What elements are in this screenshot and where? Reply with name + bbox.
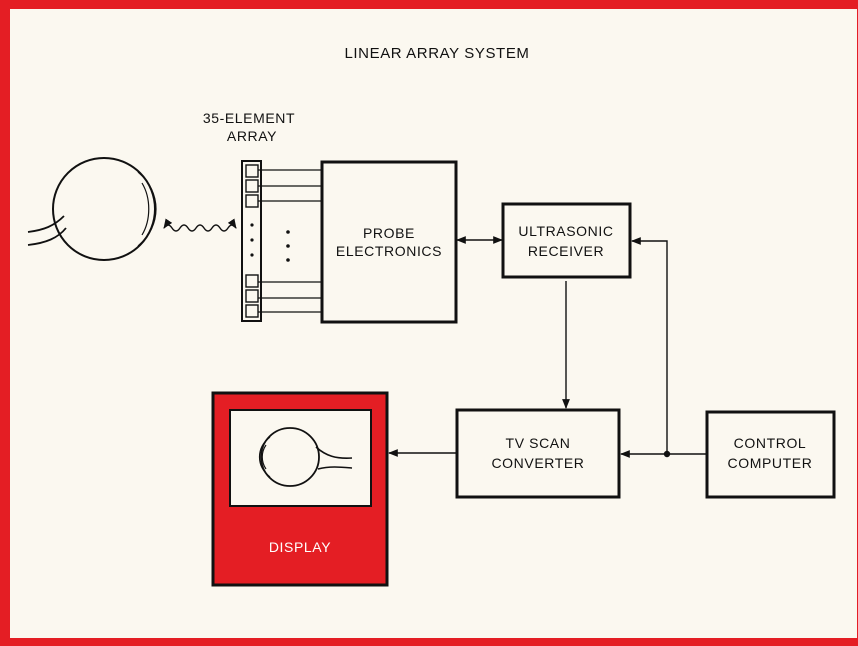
signal-connections (388, 236, 706, 458)
array-label-line2: ARRAY (227, 128, 277, 144)
display-label: DISPLAY (269, 539, 331, 555)
eye-icon (27, 157, 157, 261)
junction-dot (663, 450, 671, 458)
display-block: DISPLAY (211, 391, 389, 587)
probe-label-line2: ELECTRONICS (336, 243, 442, 259)
computer-label-line1: CONTROL (734, 435, 807, 451)
converter-label-line1: TV SCAN (506, 435, 571, 451)
tv-scan-converter-block: TV SCAN CONVERTER (455, 408, 621, 499)
ultrasonic-receiver-block: ULTRASONIC RECEIVER (501, 202, 632, 279)
computer-label-line2: COMPUTER (728, 455, 813, 471)
control-computer-block: CONTROL COMPUTER (705, 410, 836, 499)
receiver-label-line1: ULTRASONIC (518, 223, 613, 239)
transducer-array (241, 160, 290, 322)
ultrasound-wave (163, 218, 237, 232)
probe-electronics-block: PROBE ELECTRONICS (320, 160, 458, 324)
computer-receiver-link (631, 237, 668, 454)
diagram-title: LINEAR ARRAY SYSTEM (344, 45, 529, 62)
array-label-line1: 35-ELEMENT (203, 110, 295, 126)
array-connections (258, 169, 322, 313)
receiver-label-line2: RECEIVER (528, 243, 604, 259)
converter-label-line2: CONVERTER (491, 455, 584, 471)
display-eye-icon (258, 427, 353, 487)
probe-label-line1: PROBE (363, 225, 415, 241)
